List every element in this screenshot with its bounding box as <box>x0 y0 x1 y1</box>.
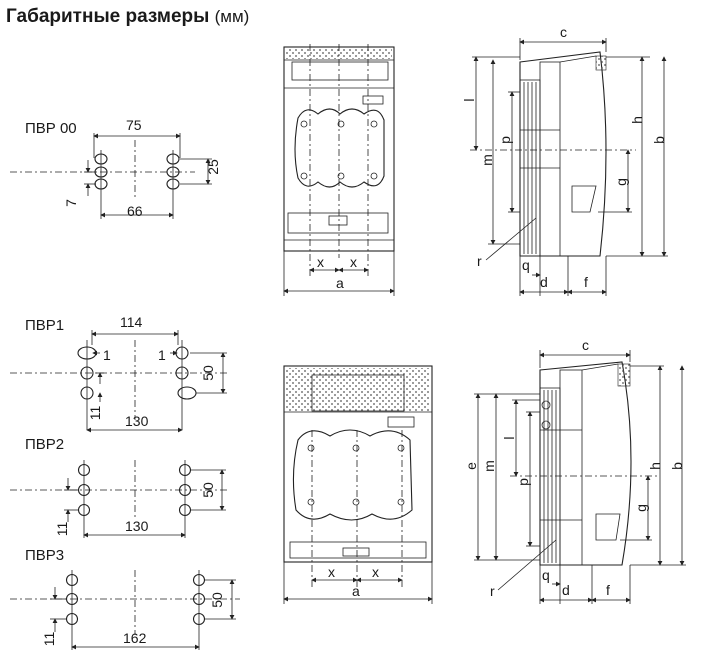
side-large-f: f <box>606 582 610 598</box>
side-small-p: p <box>497 136 513 144</box>
side-large-e: e <box>463 462 479 470</box>
pvr00-dim-top: 75 <box>126 117 142 133</box>
page-title: Габаритные размеры (мм) <box>6 6 249 28</box>
pvr1-dim-left: 11 <box>87 406 103 421</box>
pvr00-dim-right: 25 <box>205 159 221 175</box>
model-label-pvr00: ПВР 00 <box>25 120 77 137</box>
side-large-d: d <box>562 582 570 598</box>
front-small-x2: x <box>350 254 357 270</box>
front-large-x2: x <box>372 564 379 580</box>
front-small-a: a <box>336 275 344 291</box>
side-large-q: q <box>542 567 550 583</box>
side-small-f: f <box>584 274 588 290</box>
side-small-l: l <box>461 98 477 101</box>
side-large-c: c <box>582 337 589 353</box>
front-view-small <box>283 44 395 296</box>
side-large-m: m <box>481 460 497 472</box>
model-label-pvr3: ПВР3 <box>25 547 65 564</box>
model-label-pvr2: ПВР2 <box>25 436 65 453</box>
side-view-large <box>474 350 686 604</box>
pvr1-dim-offset-right: 1 <box>158 347 166 363</box>
side-small-g: g <box>613 178 629 186</box>
pvr2-dim-left: 11 <box>54 522 70 537</box>
front-large-x1: x <box>328 564 335 580</box>
pvr1-dim-right: 50 <box>200 365 216 381</box>
front-small-x1: x <box>317 254 324 270</box>
pvr00-dim-left: 7 <box>63 199 79 207</box>
side-view-small <box>470 38 668 296</box>
side-small-m: m <box>479 154 495 166</box>
side-small-b: b <box>651 136 667 144</box>
side-small-q: q <box>522 257 530 273</box>
pvr3-dim-bottom: 162 <box>123 630 147 646</box>
side-small-d: d <box>540 274 548 290</box>
model-label-pvr1: ПВР1 <box>25 317 65 334</box>
pvr1-dim-bottom: 130 <box>125 413 149 429</box>
pvr3-dim-left: 11 <box>41 632 57 647</box>
pvr1-dim-offset-left: 1 <box>103 347 111 363</box>
title-text: Габаритные размеры <box>6 6 210 27</box>
side-large-r: r <box>490 583 495 599</box>
front-view-large <box>283 365 433 604</box>
side-small-h: h <box>629 116 645 124</box>
pvr00-dim-bottom: 66 <box>127 203 143 219</box>
side-large-h: h <box>647 462 663 470</box>
side-large-b: b <box>669 462 685 470</box>
side-small-r: r <box>477 253 482 269</box>
pvr2-hole-pattern <box>10 460 230 538</box>
side-large-l: l <box>501 436 517 439</box>
pvr2-dim-right: 50 <box>200 482 216 498</box>
pvr2-dim-bottom: 130 <box>125 518 149 534</box>
pvr00-hole-pattern <box>10 133 212 219</box>
side-small-c: c <box>560 24 567 40</box>
pvr3-hole-pattern <box>10 570 240 650</box>
pvr3-dim-right: 50 <box>209 592 225 608</box>
front-large-a: a <box>352 583 360 599</box>
side-large-p: p <box>515 478 531 486</box>
pvr1-hole-pattern <box>10 330 230 433</box>
title-unit: (мм) <box>214 7 250 26</box>
pvr1-dim-top: 114 <box>120 314 143 330</box>
side-large-g: g <box>633 504 649 512</box>
